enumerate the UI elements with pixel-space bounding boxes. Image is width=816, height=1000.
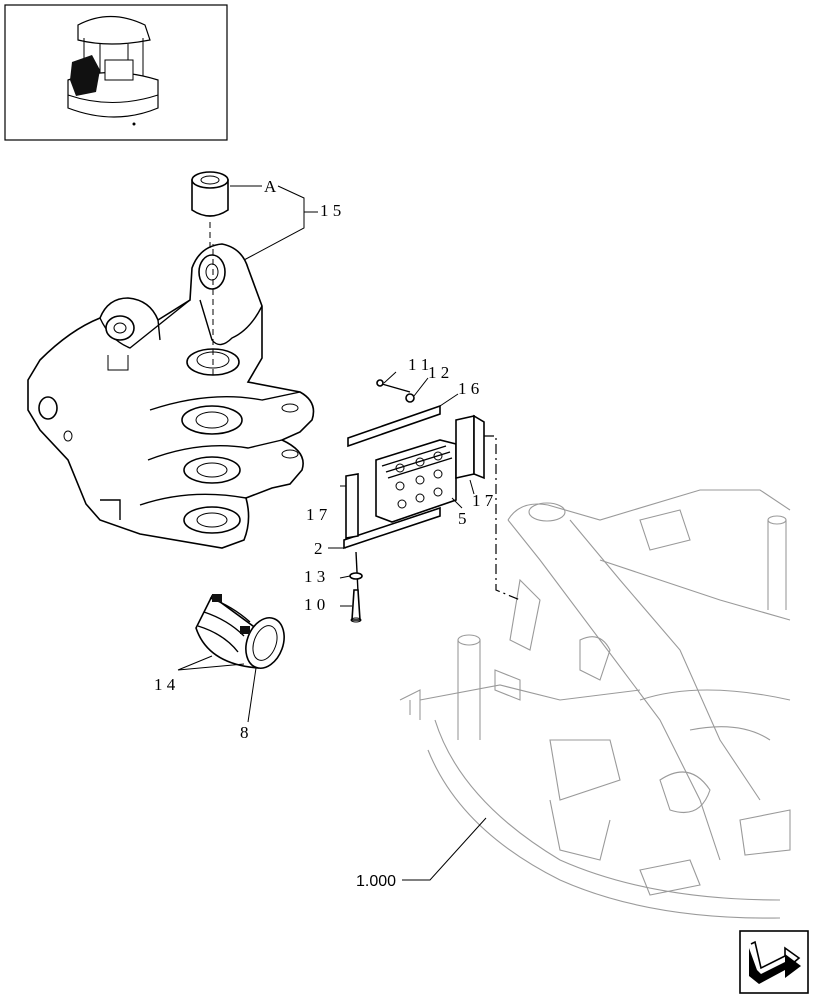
next-page-button[interactable] bbox=[739, 930, 809, 994]
bushing-a bbox=[191, 171, 229, 248]
leader-lines bbox=[177, 185, 487, 881]
upper-frame bbox=[399, 489, 791, 919]
cylinder-bushing bbox=[195, 594, 285, 669]
label-part-10: 1 0 bbox=[304, 595, 325, 614]
label-a: A bbox=[264, 177, 277, 196]
excavator-cab-overview-icon bbox=[67, 16, 159, 126]
label-part-17-right: 1 7 bbox=[472, 491, 494, 510]
label-part-2: 2 bbox=[314, 539, 323, 558]
swing-bracket bbox=[27, 243, 315, 549]
label-part-8: 8 bbox=[240, 723, 249, 742]
label-part-16: 1 6 bbox=[458, 379, 479, 398]
label-part-11: 1 1 bbox=[408, 355, 429, 374]
label-part-15: 1 5 bbox=[320, 201, 341, 220]
damper-assembly bbox=[343, 379, 521, 623]
label-part-5: 5 bbox=[458, 509, 467, 528]
label-part-17-left: 1 7 bbox=[306, 505, 328, 524]
label-part-14: 1 4 bbox=[154, 675, 176, 694]
label-part-12: 1 2 bbox=[428, 363, 449, 382]
next-page-arrow-icon bbox=[739, 930, 809, 994]
label-reference-1000: 1.000 bbox=[356, 873, 396, 890]
overview-thumbnail[interactable] bbox=[4, 4, 228, 141]
label-part-13: 1 3 bbox=[304, 567, 325, 586]
